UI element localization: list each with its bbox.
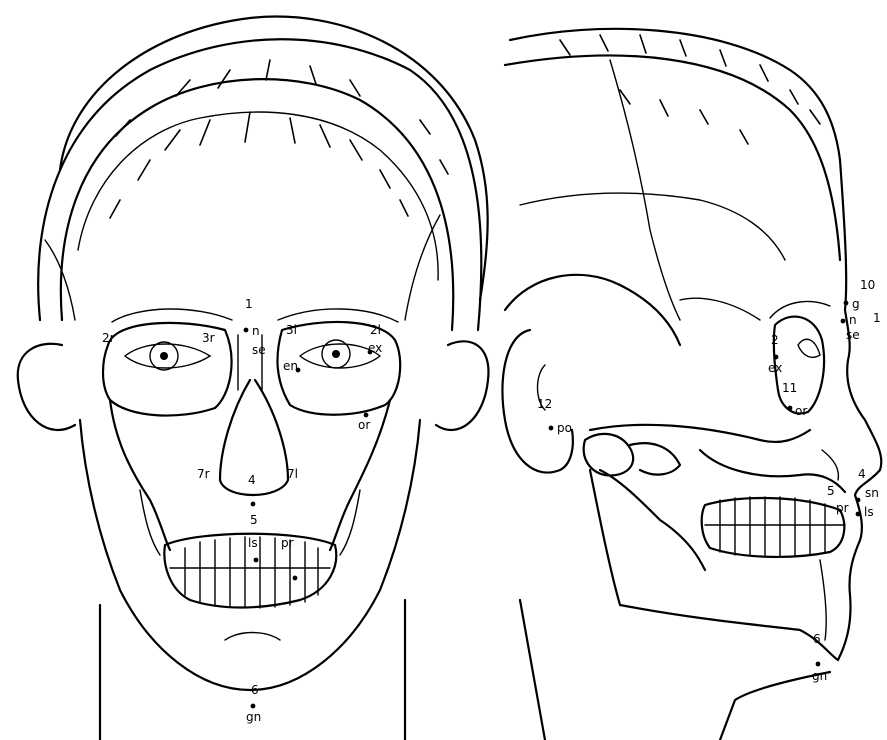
lateral-occiput-hair bbox=[505, 275, 680, 345]
lateral-chin-line bbox=[820, 560, 826, 640]
lateral-subnasale-point bbox=[856, 498, 861, 503]
lateral-label-6: 6 bbox=[813, 632, 821, 646]
frontal-label-1: 1 bbox=[245, 297, 253, 311]
frontal-left-eyebrow bbox=[278, 309, 398, 322]
frontal-hairline bbox=[78, 112, 438, 280]
lateral-label-ex: ex bbox=[768, 361, 782, 375]
lateral-label-g: g bbox=[852, 297, 860, 311]
lateral-coronoid bbox=[630, 443, 680, 474]
lateral-view: 10 g n 1 se 2 ex 11 or 12 po 4 5 sn pr l… bbox=[502, 29, 881, 740]
lateral-label-pr: pr bbox=[836, 501, 849, 515]
lateral-label-ls: ls bbox=[864, 505, 874, 519]
lateral-condyle bbox=[584, 434, 633, 476]
lateral-mandible-body bbox=[600, 470, 705, 570]
frontal-gnathion-point bbox=[251, 704, 256, 709]
lateral-eyebrow bbox=[770, 302, 830, 318]
lateral-gnathion-point bbox=[816, 662, 821, 667]
lateral-label-1: 1 bbox=[873, 311, 881, 325]
lateral-label-n: n bbox=[849, 313, 857, 327]
frontal-maxilla-right bbox=[110, 400, 170, 550]
frontal-label-en: en bbox=[283, 359, 298, 373]
frontal-right-ear bbox=[18, 344, 75, 430]
frontal-orbitale-point bbox=[364, 413, 369, 418]
frontal-label-2l: 2l bbox=[370, 323, 381, 337]
frontal-label-6: 6 bbox=[251, 683, 259, 697]
lateral-labels: 10 g n 1 se 2 ex 11 or 12 po 4 5 sn pr l… bbox=[537, 278, 881, 683]
frontal-landmark-points bbox=[244, 328, 373, 709]
lateral-label-or: or bbox=[795, 404, 807, 418]
lateral-label-10: 10 bbox=[860, 278, 875, 292]
lateral-orbitale-point bbox=[788, 406, 793, 411]
frontal-labrale-superius-point bbox=[254, 558, 259, 563]
frontal-label-3l: 3l bbox=[286, 323, 297, 337]
frontal-label-7l: 7l bbox=[287, 467, 298, 481]
frontal-prosthion-point bbox=[293, 576, 298, 581]
frontal-nasion-point bbox=[244, 328, 249, 333]
frontal-right-pupil bbox=[160, 352, 168, 360]
frontal-label-7r: 7r bbox=[197, 467, 210, 481]
lateral-exocanthion-point bbox=[774, 355, 779, 360]
frontal-label-4: 4 bbox=[248, 473, 256, 487]
frontal-label-ls: ls bbox=[248, 536, 258, 550]
lateral-label-2: 2 bbox=[771, 333, 779, 347]
lateral-hair-strands bbox=[560, 35, 820, 144]
frontal-label-n: n bbox=[252, 324, 260, 338]
lateral-maxilla bbox=[700, 450, 845, 492]
lateral-parietal-line bbox=[680, 298, 760, 320]
lateral-skull-top bbox=[505, 55, 840, 260]
lateral-nasal-line bbox=[822, 450, 838, 480]
lateral-porion-point bbox=[549, 426, 554, 431]
lateral-label-se: se bbox=[846, 328, 860, 342]
lateral-label-12: 12 bbox=[537, 397, 552, 411]
lateral-squamosal-suture bbox=[520, 193, 785, 260]
lateral-face-profile bbox=[838, 160, 881, 660]
frontal-right-eyebrow bbox=[112, 309, 232, 322]
lateral-neck-back bbox=[520, 600, 545, 740]
frontal-left-temporal bbox=[405, 215, 440, 320]
lateral-label-4: 4 bbox=[858, 467, 866, 481]
lateral-label-po: po bbox=[557, 421, 572, 435]
frontal-label-3r: 3r bbox=[202, 331, 215, 345]
lateral-hair-top bbox=[510, 29, 840, 160]
lateral-label-gn: gn bbox=[812, 669, 827, 683]
frontal-label-5: 5 bbox=[250, 513, 258, 527]
frontal-label-gn: gn bbox=[246, 710, 261, 724]
frontal-left-pupil bbox=[332, 350, 340, 358]
lateral-label-sn: sn bbox=[865, 486, 879, 500]
lateral-labrale-superius-point bbox=[856, 512, 861, 517]
frontal-label-pr: pr bbox=[281, 536, 294, 550]
lateral-dentition bbox=[702, 497, 845, 557]
lateral-glabella-point bbox=[844, 301, 849, 306]
frontal-chin-fold bbox=[225, 633, 280, 641]
frontal-hair-strands bbox=[110, 60, 448, 218]
frontal-left-ear bbox=[436, 341, 488, 430]
lateral-landmark-points bbox=[549, 301, 861, 667]
lateral-eye bbox=[798, 339, 820, 357]
frontal-subnasale-point bbox=[251, 502, 256, 507]
frontal-skull-outline bbox=[61, 79, 453, 330]
frontal-label-or: or bbox=[358, 418, 370, 432]
frontal-label-se: se bbox=[252, 343, 266, 357]
lateral-nasion-point bbox=[841, 319, 846, 324]
frontal-label-ex: ex bbox=[368, 341, 382, 355]
lateral-label-11: 11 bbox=[782, 381, 797, 395]
lateral-mandible bbox=[590, 470, 838, 660]
lateral-label-5: 5 bbox=[827, 484, 835, 498]
frontal-view: 1 2r 3r n 3l 2l se en ex or 7r 4 7l 5 ls… bbox=[18, 17, 489, 740]
lateral-coronal-suture bbox=[610, 60, 680, 320]
frontal-label-2r: 2r bbox=[102, 331, 115, 345]
